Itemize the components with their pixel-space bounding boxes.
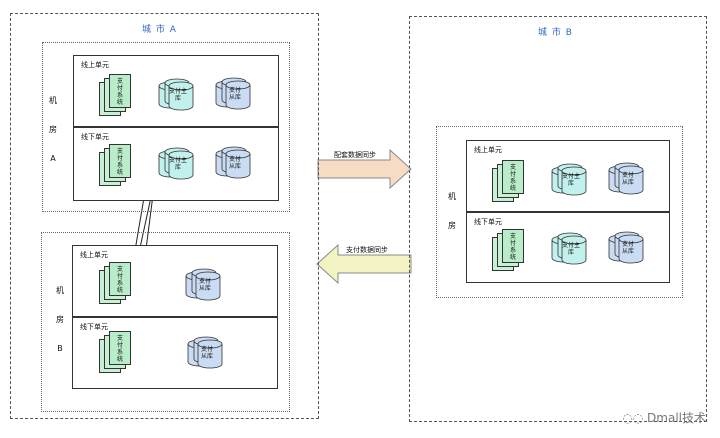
payment-system-stack: 支付系统 (492, 229, 526, 273)
watermark: ◌◌ Dmall技术 (622, 409, 706, 426)
replica-db: 支付从库 (186, 336, 224, 372)
unit-label: 线下单元 (80, 323, 108, 331)
payment-system-stack: 支付系统 (99, 262, 133, 306)
city-b-room: 机 房 线上单元 线下单元 (436, 126, 683, 298)
payment-sync-arrow (316, 243, 412, 285)
unit-label: 线上单元 (81, 61, 109, 69)
payment-system-card: 支付系统 (109, 262, 131, 296)
replica-db: 支付从库 (607, 162, 645, 198)
city-b-room-label: 机 房 (448, 192, 456, 230)
unit-label: 线下单元 (81, 133, 109, 141)
primary-db: 支付主库 (550, 163, 588, 199)
room-b: 机 房 B 线上单元 线下单元 (41, 232, 290, 412)
payment-system-stack: 支付系统 (492, 160, 526, 204)
replica-db: 支付从库 (607, 231, 645, 267)
primary-db: 支付主库 (157, 147, 195, 183)
payment-system-card: 支付系统 (109, 331, 131, 365)
payment-system-card: 支付系统 (502, 160, 524, 194)
room-b-label: 机 房 B (56, 286, 64, 353)
replica-db: 支付从库 (214, 77, 252, 113)
city-b-title: 城 市 B (538, 28, 573, 38)
primary-db: 支付主库 (550, 232, 588, 268)
wechat-icon: ◌◌ (622, 411, 644, 425)
unit-label: 线下单元 (474, 218, 502, 226)
room-a: 机 房 A 线上单元 线下单元 (42, 42, 290, 212)
watermark-text: Dmall技术 (647, 411, 706, 425)
replica-db: 支付从库 (214, 146, 252, 182)
replica-db: 支付从库 (184, 268, 222, 304)
payment-system-card: 支付系统 (109, 144, 131, 178)
unit-label: 线上单元 (80, 251, 108, 259)
city-a-frame: 城 市 A 机 房 A 线上单元 线下单元 机 房 B 线上单元 线下单元 (10, 13, 319, 419)
payment-system-stack: 支付系统 (99, 74, 133, 118)
payment-system-card: 支付系统 (109, 74, 131, 108)
primary-db: 支付主库 (157, 78, 195, 114)
payment-sync-label: 支付数据同步 (346, 246, 388, 254)
config-sync-arrow (317, 148, 412, 190)
payment-system-card: 支付系统 (502, 229, 524, 263)
city-a-title: 城 市 A (142, 25, 177, 35)
unit-label: 线上单元 (474, 146, 502, 154)
payment-system-stack: 支付系统 (99, 331, 133, 375)
room-a-label: 机 房 A (49, 96, 57, 163)
config-sync-label: 配套数据同步 (334, 151, 376, 159)
city-b-frame: 城 市 B 机 房 线上单元 线下单元 (409, 16, 707, 422)
payment-system-stack: 支付系统 (99, 144, 133, 188)
